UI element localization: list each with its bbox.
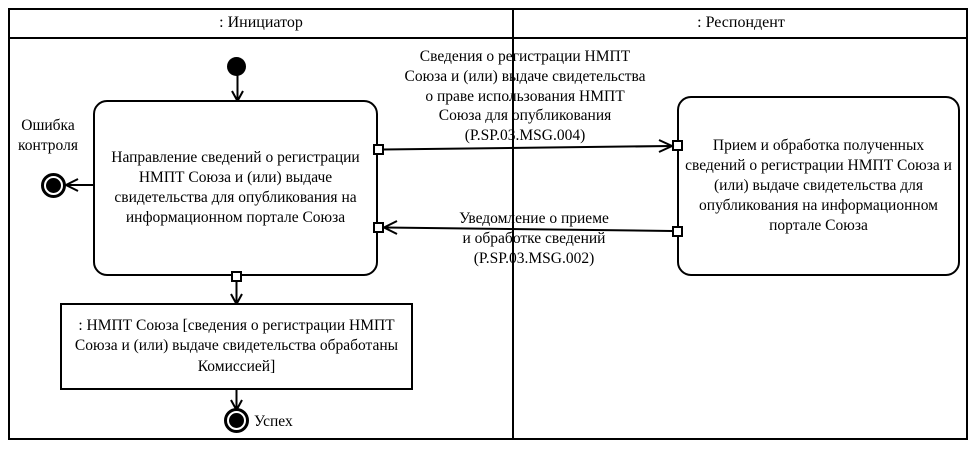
swimlane-title-respondent: : Респондент: [697, 14, 785, 31]
final-node-success: [224, 408, 249, 433]
port-send-bottom: [231, 271, 242, 282]
activity-receive-process-label: Прием и обработка полученных сведений о …: [685, 136, 952, 235]
edge-label-msg-002: Уведомление о приеме и обработке сведени…: [459, 210, 609, 267]
swimlane-frame: [8, 8, 968, 440]
edge-send-to-object: [230, 282, 243, 307]
activity-send-information[interactable]: Направление сведений о регистрации НМПТ …: [93, 100, 378, 276]
swimlane-title-initiator: : Инициатор: [219, 14, 303, 31]
final-success-label: Успех: [254, 413, 293, 430]
initial-node: [227, 57, 246, 76]
port-receive-out: [672, 226, 683, 237]
edge-msg-004: [382, 139, 675, 153]
activity-receive-process[interactable]: Прием и обработка полученных сведений о …: [677, 96, 960, 276]
swimlane-divider: [512, 8, 514, 440]
final-node-error: [41, 173, 66, 198]
swimlane-header-rule: [8, 37, 968, 39]
edge-send-to-error: [63, 178, 95, 192]
edge-initial-to-send: [231, 75, 244, 104]
edge-label-msg-004: Сведения о регистрации НМПТ Союза и (или…: [404, 48, 646, 145]
final-error-label: Ошибка контроля: [18, 117, 78, 154]
edge-msg-002: [381, 220, 673, 235]
object-node-nmpt[interactable]: : НМПТ Союза [сведения о регистрации НМП…: [60, 303, 413, 390]
activity-send-information-label: Направление сведений о регистрации НМПТ …: [111, 148, 360, 227]
object-node-nmpt-label: : НМПТ Союза [сведения о регистрации НМП…: [74, 317, 399, 375]
